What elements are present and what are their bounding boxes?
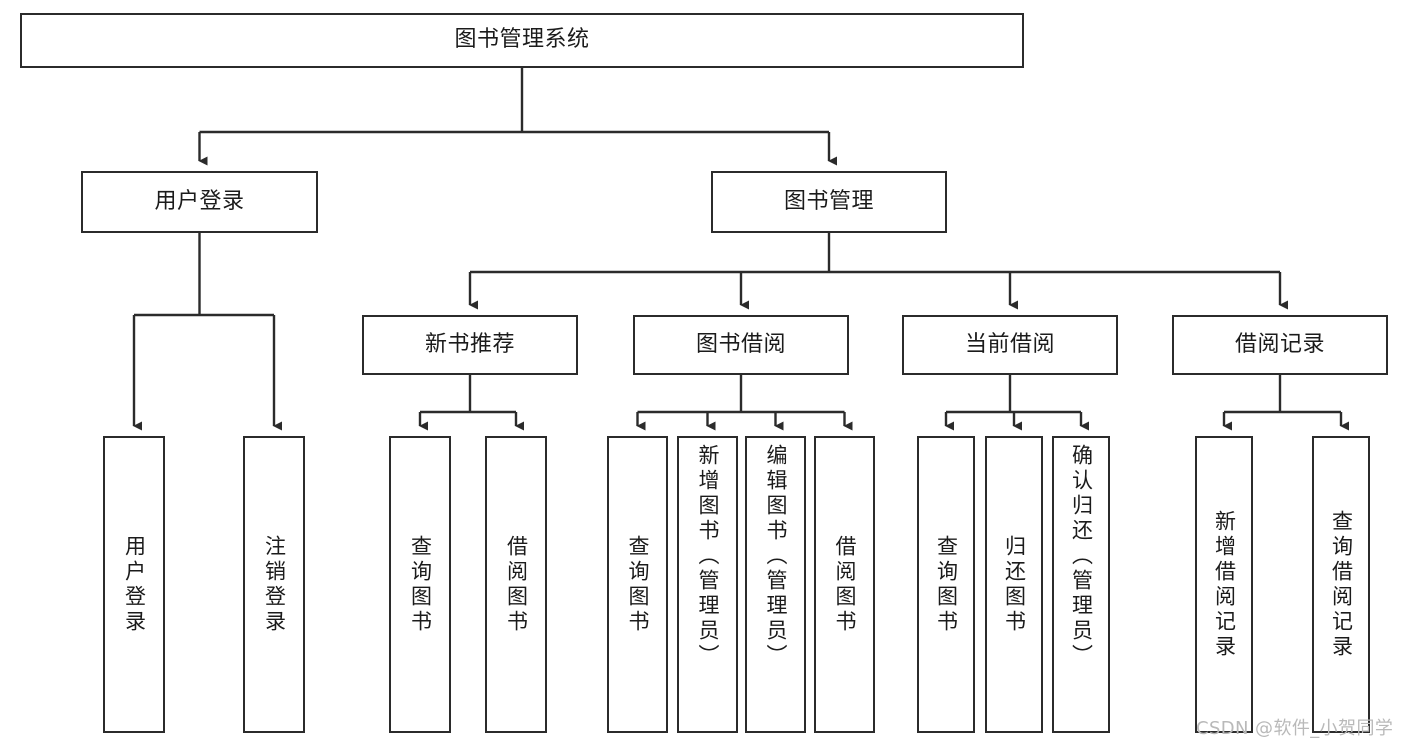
node-l_q_rec[interactable]: 查询借阅记录: [1312, 436, 1370, 733]
node-label: 图书管理系统: [454, 27, 590, 53]
node-user_login[interactable]: 用户登录: [81, 171, 318, 233]
node-label: 借阅图书: [833, 534, 857, 635]
node-current[interactable]: 当前借阅: [902, 315, 1118, 375]
node-book_mgmt[interactable]: 图书管理: [711, 171, 947, 233]
node-l_b_new[interactable]: 借阅图书: [485, 436, 547, 733]
node-l_borrow_bk[interactable]: 借阅图书: [814, 436, 875, 733]
node-label: 用户登录: [122, 534, 147, 635]
node-label: 当前借阅: [964, 331, 1055, 357]
node-borrow[interactable]: 图书借阅: [633, 315, 849, 375]
node-label: 新书推荐: [424, 331, 515, 357]
node-l_add_rec[interactable]: 新增借阅记录: [1195, 436, 1253, 733]
node-l_conf_ret[interactable]: 确认归还（管理员）: [1052, 436, 1110, 733]
node-label: 查询图书: [626, 534, 650, 635]
node-l_login[interactable]: 用户登录: [103, 436, 165, 733]
node-l_add_bk[interactable]: 新增图书（管理员）: [677, 436, 738, 733]
node-label: 注销登录: [262, 534, 287, 635]
node-new_rec[interactable]: 新书推荐: [362, 315, 578, 375]
node-label: 确认归还（管理员）: [1069, 444, 1094, 669]
node-label: 编辑图书（管理员）: [764, 444, 788, 669]
node-label: 借阅图书: [504, 534, 529, 635]
node-label: 用户登录: [154, 188, 245, 214]
node-label: 查询图书: [408, 534, 433, 635]
node-l_q_bk[interactable]: 查询图书: [607, 436, 668, 733]
edge-layer: [132, 68, 1349, 431]
node-label: 查询借阅记录: [1329, 509, 1354, 660]
node-l_logout[interactable]: 注销登录: [243, 436, 305, 733]
node-label: 新增借阅记录: [1212, 509, 1237, 660]
node-label: 借阅记录: [1234, 331, 1325, 357]
node-l_q_cur[interactable]: 查询图书: [917, 436, 975, 733]
node-label: 图书借阅: [695, 331, 786, 357]
node-label: 新增图书（管理员）: [696, 444, 720, 669]
node-label: 查询图书: [934, 534, 959, 635]
node-label: 图书管理: [783, 188, 874, 214]
node-label: 归还图书: [1002, 534, 1027, 635]
node-l_edit_bk[interactable]: 编辑图书（管理员）: [745, 436, 806, 733]
node-l_return[interactable]: 归还图书: [985, 436, 1043, 733]
node-root[interactable]: 图书管理系统: [20, 13, 1024, 68]
node-l_q_new[interactable]: 查询图书: [389, 436, 451, 733]
node-history[interactable]: 借阅记录: [1172, 315, 1388, 375]
